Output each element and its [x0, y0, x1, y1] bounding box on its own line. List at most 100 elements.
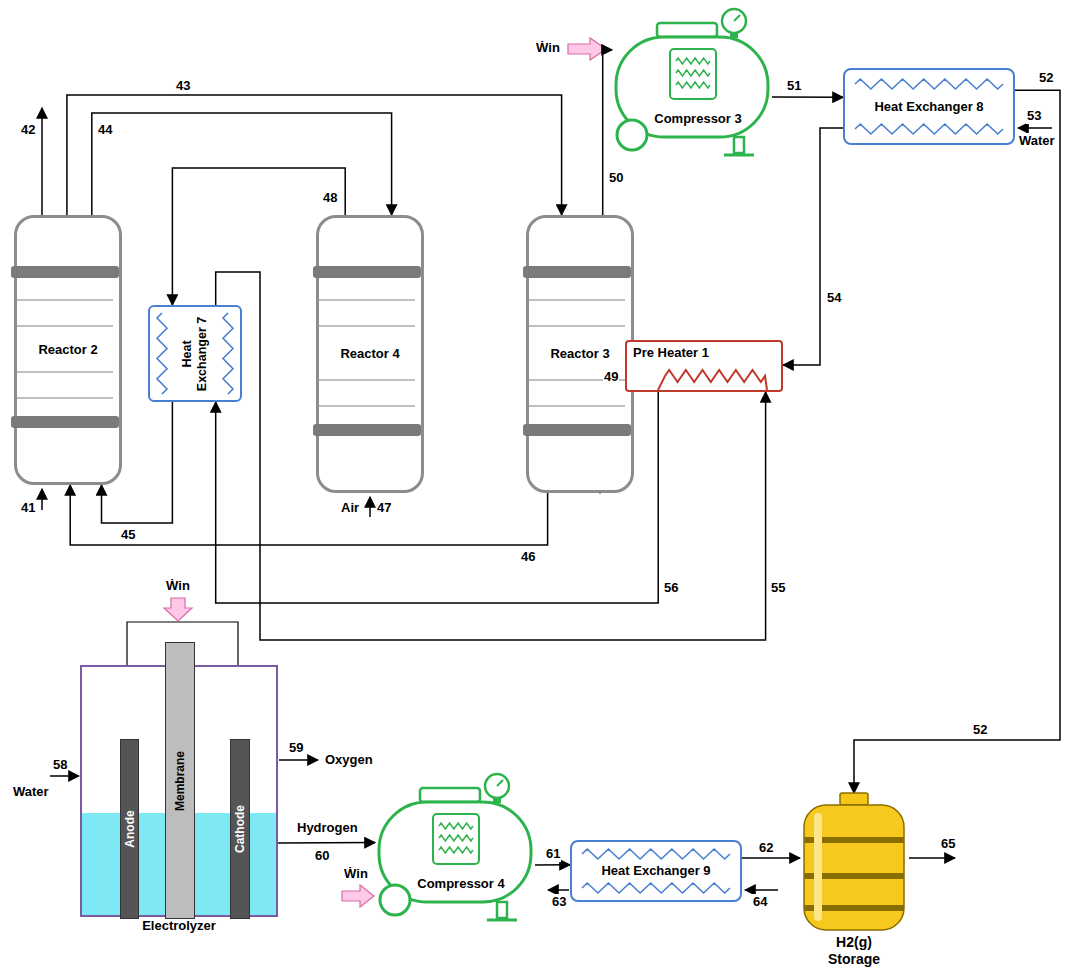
graphic-line [41, 489, 43, 510]
graphic-path [855, 124, 1003, 134]
stream-line [603, 50, 612, 215]
graphic-rect [497, 902, 507, 918]
hx-unit: Heat Exchanger 8 [843, 68, 1015, 145]
graphic-path [658, 370, 767, 390]
unit-label: Heat Exchanger 9 [598, 863, 713, 879]
graphic-line [17, 299, 113, 301]
graphic-line [724, 154, 754, 157]
graphic-line [548, 889, 569, 891]
graphic-path [676, 70, 710, 76]
stream-label: Ẇin [535, 40, 561, 56]
bar-unit: Anode [120, 739, 139, 919]
graphic-rect [433, 814, 479, 864]
graphic-rect [840, 793, 868, 805]
graphic-polygon [164, 598, 192, 621]
unit-label: Anode [122, 810, 136, 847]
stream-label: Air [340, 500, 360, 516]
graphic-line [745, 889, 778, 891]
stream-number: 54 [826, 290, 842, 306]
stream-number: 45 [120, 527, 136, 543]
graphic-circle [617, 120, 647, 150]
stream-number: 51 [786, 78, 802, 94]
stream-number: 60 [314, 848, 330, 864]
stream-number: 41 [20, 500, 36, 516]
graphic-rect [11, 266, 119, 278]
graphic-path [676, 58, 710, 64]
unit-label: Pre Heater 1 [633, 345, 709, 361]
graphic-line [497, 780, 503, 786]
stream-number: 65 [940, 836, 956, 852]
unit-label: Reactor 3 [547, 346, 612, 362]
graphic-circle [380, 885, 410, 915]
stream-line [772, 96, 843, 98]
stream-line [92, 113, 392, 215]
graphic-line [529, 299, 625, 301]
reactor-unit: Reactor 3 [526, 215, 634, 493]
stream-number: 56 [663, 580, 679, 596]
stream-number: 49 [603, 369, 619, 385]
reactor-unit: Reactor 2 [14, 215, 122, 485]
graphic-line [734, 15, 740, 21]
unit-label: Heat Exchanger 7 [180, 312, 210, 396]
unit-label: Compressor 3 [648, 111, 748, 127]
unit-label: Membrane [173, 750, 187, 810]
graphic-line [319, 299, 415, 301]
stream-number: 58 [52, 757, 68, 773]
graphic-line [17, 325, 113, 327]
graphic-line [369, 497, 371, 517]
hx-unit: Heat Exchanger 9 [570, 840, 742, 902]
stream-number: 47 [376, 500, 392, 516]
graphic-line [1018, 127, 1052, 129]
unit-label: H2(g) Storage [819, 934, 889, 968]
stream-label: Ẇin [343, 866, 369, 882]
graphic-rect [11, 416, 119, 428]
stream-label: Water [1018, 133, 1056, 149]
graphic-rect [313, 424, 421, 436]
graphic-rect [734, 137, 744, 153]
graphic-line [17, 371, 113, 373]
unit-label: Reactor 4 [337, 346, 402, 362]
bar-unit: Membrane [165, 642, 195, 919]
graphic-line [319, 379, 415, 381]
stream-line [742, 857, 800, 859]
stream-number: 61 [545, 846, 561, 862]
graphic-polygon [342, 885, 374, 907]
reactor-unit: Reactor 4 [316, 215, 424, 493]
graphic-rect [814, 813, 822, 921]
graphic-path [582, 883, 730, 893]
stream-label: Water [12, 784, 50, 800]
graphic-path [223, 313, 233, 394]
stream-number: 64 [752, 894, 768, 910]
graphic-rect [523, 424, 631, 436]
stream-number: 63 [551, 894, 567, 910]
stream-label: Hydrogen [296, 820, 359, 836]
elec-unit: ElectrolyzerAnodeMembraneCathode [80, 665, 278, 917]
graphic-line [909, 857, 955, 859]
stream-number: 55 [770, 580, 786, 596]
stream-label: Oxygen [324, 752, 374, 768]
bar-unit: Cathode [230, 739, 250, 919]
graphic-circle [722, 9, 746, 33]
graphic-line [319, 405, 415, 407]
stream-number: 52 [1038, 70, 1054, 86]
stream-label: Ẇin [165, 578, 191, 594]
graphic-rect [420, 788, 480, 802]
pre-unit: Pre Heater 1 [625, 340, 783, 392]
graphic-path [157, 313, 167, 394]
stream-line [854, 90, 1060, 793]
graphic-rect [804, 805, 904, 930]
graphic-path [582, 849, 730, 859]
graphic-path [439, 835, 473, 841]
graphic-path [439, 823, 473, 829]
stream-number: 52 [972, 722, 988, 738]
graphic-line [319, 325, 415, 327]
graphic-path [439, 847, 473, 853]
graphic-line [529, 325, 625, 327]
graphic-circle [485, 774, 509, 798]
graphic-rect [670, 49, 716, 99]
comp-unit: Compressor 3 [612, 5, 772, 165]
unit-label: Reactor 2 [35, 342, 100, 358]
stream-number: 46 [520, 549, 536, 565]
comp-unit: Compressor 4 [375, 770, 535, 935]
graphic-polygon [568, 38, 606, 60]
